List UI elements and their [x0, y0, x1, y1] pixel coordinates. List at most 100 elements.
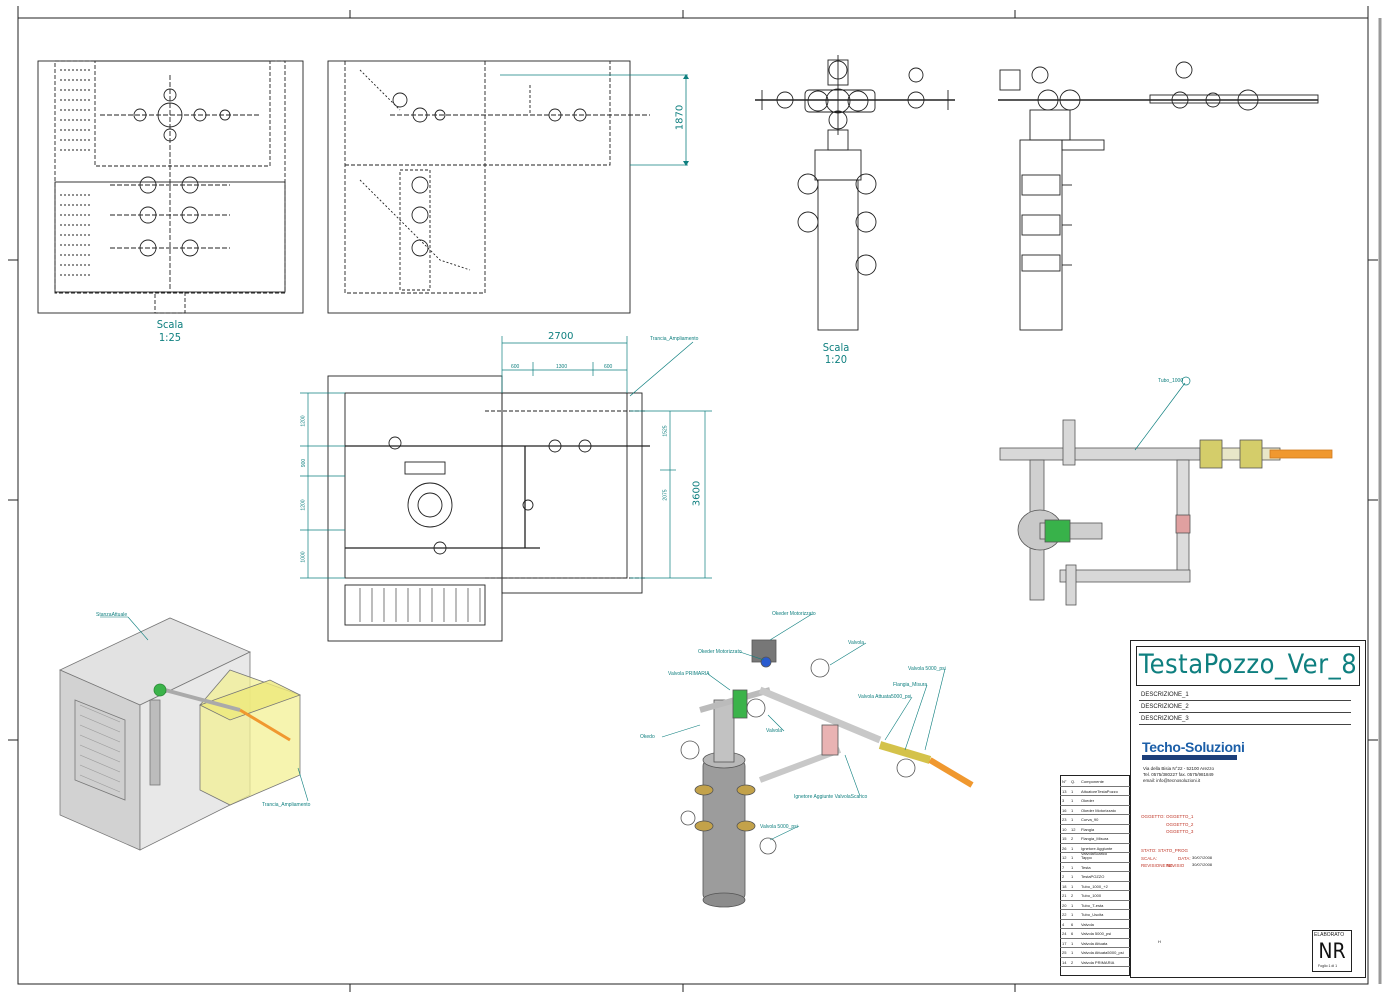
bom-item-qty: 1	[1071, 902, 1074, 908]
dimension-3600: 3600	[691, 480, 703, 507]
plan-scale-label: Scala	[156, 318, 184, 331]
box-callout-1: StanzaAttuale	[96, 612, 128, 618]
revisione-value: REVISIO	[1166, 863, 1185, 868]
bom-item-number: 2	[1062, 874, 1065, 879]
plan-view-left	[37, 60, 304, 314]
elevation-scale-value: 1:20	[824, 353, 848, 366]
bom-item-component: Testa	[1081, 864, 1091, 870]
description-line	[1139, 700, 1351, 701]
dimension-sub-top-3: 600	[604, 364, 613, 370]
bom-item-component: Tubo_1000_+2	[1081, 883, 1108, 889]
stato-label: STATO:	[1141, 848, 1157, 853]
bom-item-number: 7	[1062, 864, 1065, 870]
drawing-title: TestaPozzo_Ver_8	[1138, 649, 1358, 680]
callout-3d-7: Valvola Attuata5000_psi	[858, 694, 912, 700]
box-callout-2: Trancia_Ampliamento	[262, 802, 311, 808]
dimension-1870: 1870	[674, 104, 686, 131]
bom-item-qty: 1	[1071, 807, 1074, 813]
bom-item-qty: 1	[1071, 874, 1074, 879]
address-line-2: Tel. 0575/380227 fax. 0575/981849	[1143, 772, 1214, 777]
bom-item-component: Ignetore Aggiunte ValvolaScarico	[1081, 845, 1113, 856]
dimension-sub-right-1: 1525	[662, 425, 669, 437]
bom-row: 20 1 Tubo_T-esta	[1060, 901, 1130, 910]
bom-item-component: Tubo_1000	[1081, 893, 1102, 898]
elaborato-box	[1312, 930, 1352, 972]
bom-item-component: Valvola	[1081, 921, 1094, 927]
bom-item-component: Valvola 5000_psi	[1081, 931, 1112, 936]
dimension-sub-right-2: 2075	[662, 489, 669, 501]
callout-3d-6: Flangia_Misura	[893, 682, 928, 688]
bom-item-component: TestaPOZZO	[1081, 874, 1105, 879]
bom-row: 2 1 TestaPOZZO	[1060, 872, 1130, 882]
callout-3d-2: Okeder Motorizzato	[698, 649, 742, 655]
bom-item-component: Valvola Attuata5000_psi	[1081, 950, 1124, 955]
plan-scale-value: 1:25	[158, 331, 182, 344]
bom-item-qty: 2	[1071, 959, 1074, 965]
company-logo-text: Techo-Soluzioni	[1142, 739, 1245, 755]
bom-item-qty: 1	[1071, 883, 1074, 889]
bom-item-qty: 1	[1071, 817, 1074, 822]
bom-item-component: Tappo	[1081, 855, 1092, 860]
bom-item-qty: 1	[1071, 864, 1074, 870]
bom-row: 12 1 Tappo	[1060, 853, 1130, 863]
callout-3d-3: Valvola PRIMARIA	[668, 671, 710, 677]
description-line	[1139, 712, 1351, 713]
bom-item-component: Valvola Attuata	[1081, 940, 1108, 946]
bom-item-number: 18	[1062, 883, 1067, 889]
data-label: DATA:	[1178, 856, 1191, 861]
bom-item-qty: 6	[1071, 931, 1074, 936]
bom-item-component: Tubo_Uscita	[1081, 912, 1104, 917]
oggetto-3: OGGETTO_3	[1166, 829, 1194, 834]
bom-item-component: Flangia	[1081, 826, 1095, 832]
bom-item-component: Flangia_Misura	[1081, 836, 1109, 841]
bom-item-component: AttuatoreTestaPozzo	[1081, 788, 1118, 794]
elaborato-value: NR	[1318, 939, 1346, 963]
description-3: DESCRIZIONE_3	[1141, 716, 1189, 722]
dimension-sub-left-2: 900	[301, 458, 308, 468]
bom-item-qty: 1	[1071, 950, 1074, 955]
bom-item-component: Tubo_T-esta	[1081, 902, 1104, 908]
bom-row: 24 6 Valvola 5000_psi	[1060, 929, 1130, 939]
isometric-room	[59, 616, 309, 851]
data-value: 30/07/2008	[1192, 855, 1213, 860]
bom-item-qty: 1	[1071, 798, 1074, 803]
bom-item-number: 20	[1062, 902, 1067, 908]
description-2: DESCRIZIONE_2	[1141, 704, 1189, 710]
bom-header: N° Q. Componente	[1060, 777, 1130, 787]
bom-item-number: 4	[1062, 921, 1065, 927]
tie-callout: Trancia_Ampliamento	[650, 336, 699, 342]
pipe-callout: Tubo_1000	[1158, 378, 1184, 384]
title-block	[1130, 640, 1366, 978]
bom-item-number: 12	[1062, 855, 1067, 860]
bom-item-number: 21	[1062, 893, 1067, 898]
foglio-label: Foglio 1 di 1	[1318, 964, 1338, 968]
bom-item-component: Curva_90	[1081, 817, 1099, 822]
bom-item-qty: 1	[1071, 855, 1074, 860]
elevation-side	[998, 61, 1319, 331]
dimension-sub-top-2: 1300	[556, 364, 568, 370]
bom-item-number: 24	[1062, 931, 1067, 936]
bom-item-component: Valvola PRIMARIA	[1081, 959, 1115, 965]
callout-3d-11: Valvola 5000_psi	[760, 824, 798, 830]
callout-3d-1: Okeder Motorizzato	[772, 611, 816, 617]
bom-item-number: 22	[1062, 912, 1067, 917]
bom-item-qty: 12	[1071, 826, 1076, 832]
pipe-color-view	[999, 382, 1333, 606]
elaborato-label: ELABORATO	[1314, 932, 1345, 938]
bom-header-q: Q.	[1071, 779, 1076, 784]
address-line-3: email: info@tecnosoluzioni.it	[1143, 778, 1201, 783]
bom-item-number: 16	[1062, 807, 1067, 813]
